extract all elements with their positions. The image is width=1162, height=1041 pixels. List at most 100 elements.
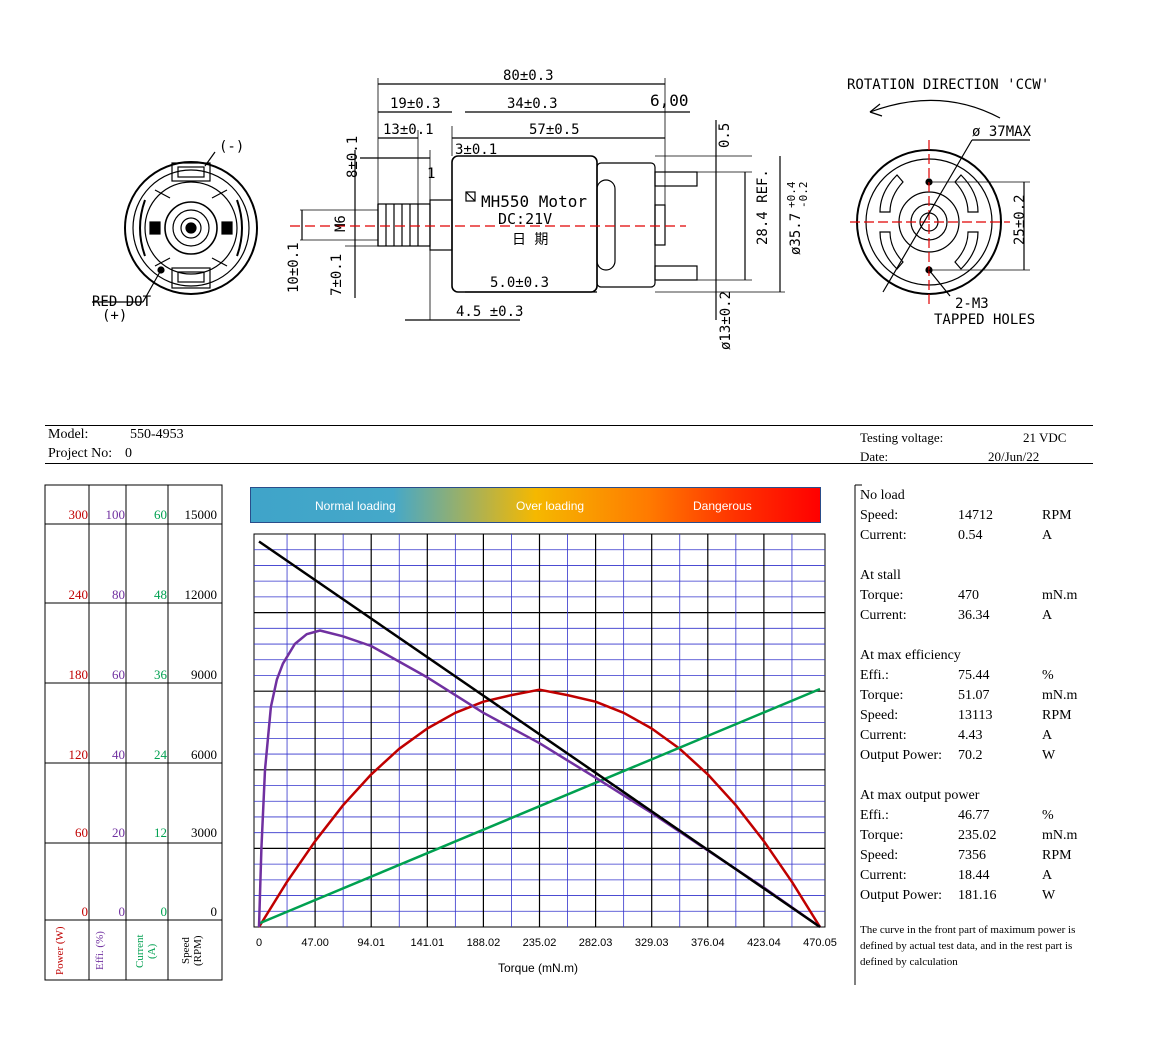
- dim-13-dia: ø13±0.2: [718, 291, 734, 350]
- project-value: 0: [125, 446, 132, 461]
- spec-unit: A: [1042, 728, 1053, 743]
- dim-0-5: 0.5: [717, 123, 733, 148]
- series-line-speed: [258, 540, 821, 929]
- voltage-value: 21 VDC: [1023, 430, 1067, 445]
- spec-row: Speed: 14712 RPM: [860, 506, 1088, 526]
- model-value: 550-4953: [130, 427, 184, 442]
- dim-25: 25±0.2: [1012, 194, 1028, 245]
- x-tick-label: 94.01: [357, 937, 385, 949]
- spec-unit: W: [1042, 748, 1056, 763]
- spec-key: Speed:: [860, 508, 899, 523]
- dim-35-7-tol-minus: -0.2: [797, 182, 810, 209]
- motor-label-line3: 日 期: [512, 232, 548, 248]
- dim-34: 34±0.3: [507, 96, 558, 112]
- speed-axis-tick: 12000: [184, 587, 218, 602]
- spec-key: Speed:: [860, 708, 899, 723]
- speed-axis-tick: 9000: [191, 667, 217, 682]
- spec-section-title: At max efficiency: [860, 648, 961, 663]
- current-axis-tick: 36: [154, 667, 167, 682]
- dim-13: 13±0.1: [383, 122, 434, 138]
- series-line-power: [257, 688, 822, 928]
- spec-value: 13113: [958, 708, 993, 723]
- header-bottom-rule: [45, 463, 1093, 464]
- current-axis-tick: 0: [160, 904, 168, 919]
- spec-value: 46.77: [958, 808, 990, 823]
- x-tick-label: 235.02: [523, 937, 557, 949]
- current-axis-tick: 24: [154, 747, 167, 762]
- model-label: Model:: [48, 427, 89, 442]
- dim-19: 19±0.3: [390, 96, 441, 112]
- spec-value: 70.2: [958, 748, 983, 763]
- power-axis-tick: 180: [68, 667, 89, 682]
- x-axis-label: Torque (mN.m): [498, 961, 578, 975]
- spec-value: 235.02: [958, 828, 997, 843]
- dim-3: 3±0.1: [455, 142, 497, 158]
- spec-key: Torque:: [860, 828, 904, 843]
- loading-zone-band: Normal loading Over loading Dangerous: [250, 487, 821, 523]
- front-view: [92, 151, 258, 303]
- dim-35-7-tol-plus: +0.4: [785, 181, 798, 208]
- motor-drawing: (-) RED DOT (+) 80±0.3 19±0.3 13±0.1 34±…: [92, 68, 1049, 350]
- spec-key: Current:: [860, 608, 907, 623]
- holes-line1: 2-M3: [955, 296, 989, 312]
- spec-unit: mN.m: [1042, 688, 1078, 703]
- spec-key: Torque:: [860, 588, 904, 603]
- motor-label-line2: DC:21V: [498, 210, 552, 228]
- spec-value: 14712: [958, 508, 993, 523]
- spec-section-title: At stall: [860, 568, 901, 583]
- x-tick-label: 470.05: [803, 937, 837, 949]
- dim-4-5: 4.5 ±0.3: [456, 304, 523, 320]
- spec-value: 0.54: [958, 528, 983, 543]
- end-view: [850, 99, 1030, 305]
- spec-unit: RPM: [1042, 848, 1072, 863]
- holes-line2: TAPPED HOLES: [934, 312, 1035, 328]
- spec-value: 181.16: [958, 888, 997, 903]
- speed-axis-tick: 15000: [184, 507, 218, 522]
- spec-row: Torque: 235.02 mN.m: [860, 826, 1088, 846]
- spec-unit: W: [1042, 888, 1056, 903]
- series-line-current: [258, 687, 821, 925]
- spec-section-title: No load: [860, 488, 905, 503]
- x-tick-label: 0: [256, 937, 262, 949]
- spec-unit: mN.m: [1042, 828, 1078, 843]
- current-axis-tick: 48: [154, 587, 167, 602]
- x-tick-label: 141.01: [410, 937, 444, 949]
- voltage-label: Testing voltage:: [860, 430, 944, 445]
- efficiency-axis-tick: 100: [105, 507, 126, 522]
- spec-unit: A: [1042, 868, 1053, 883]
- dia-37-label: ø 37MAX: [972, 124, 1032, 140]
- power-axis-tick: 120: [68, 747, 89, 762]
- spec-unit: A: [1042, 608, 1053, 623]
- spec-key: Current:: [860, 728, 907, 743]
- dim-m6: M6: [333, 215, 349, 232]
- spec-note: The curve in the front part of maximum p…: [860, 924, 1076, 968]
- project-label: Project No:: [48, 446, 113, 461]
- spec-key: Effi.:: [860, 808, 889, 823]
- speed-axis-tick: 6000: [191, 747, 217, 762]
- spec-unit: %: [1042, 668, 1054, 683]
- dim-7: 7±0.1: [329, 254, 345, 296]
- speed-axis-tick: 3000: [191, 825, 217, 840]
- spec-unit: RPM: [1042, 508, 1072, 523]
- series-line-efficiency: [257, 629, 821, 929]
- spec-unit: A: [1042, 528, 1053, 543]
- spec-row: Effi.:75.44%: [860, 666, 1088, 686]
- date-label: Date:: [860, 449, 889, 464]
- spec-key: Speed:: [860, 848, 899, 863]
- x-tick-label: 376.04: [691, 937, 725, 949]
- spec-value: 51.07: [958, 688, 990, 703]
- spec-value: 7356: [958, 848, 986, 863]
- dim-35-7: ø35.7: [788, 213, 804, 255]
- band-danger-label: Dangerous: [693, 499, 752, 513]
- spec-value: 75.44: [958, 668, 990, 683]
- dim-5: 5.0±0.3: [490, 275, 549, 291]
- dim-57: 57±0.5: [529, 122, 580, 138]
